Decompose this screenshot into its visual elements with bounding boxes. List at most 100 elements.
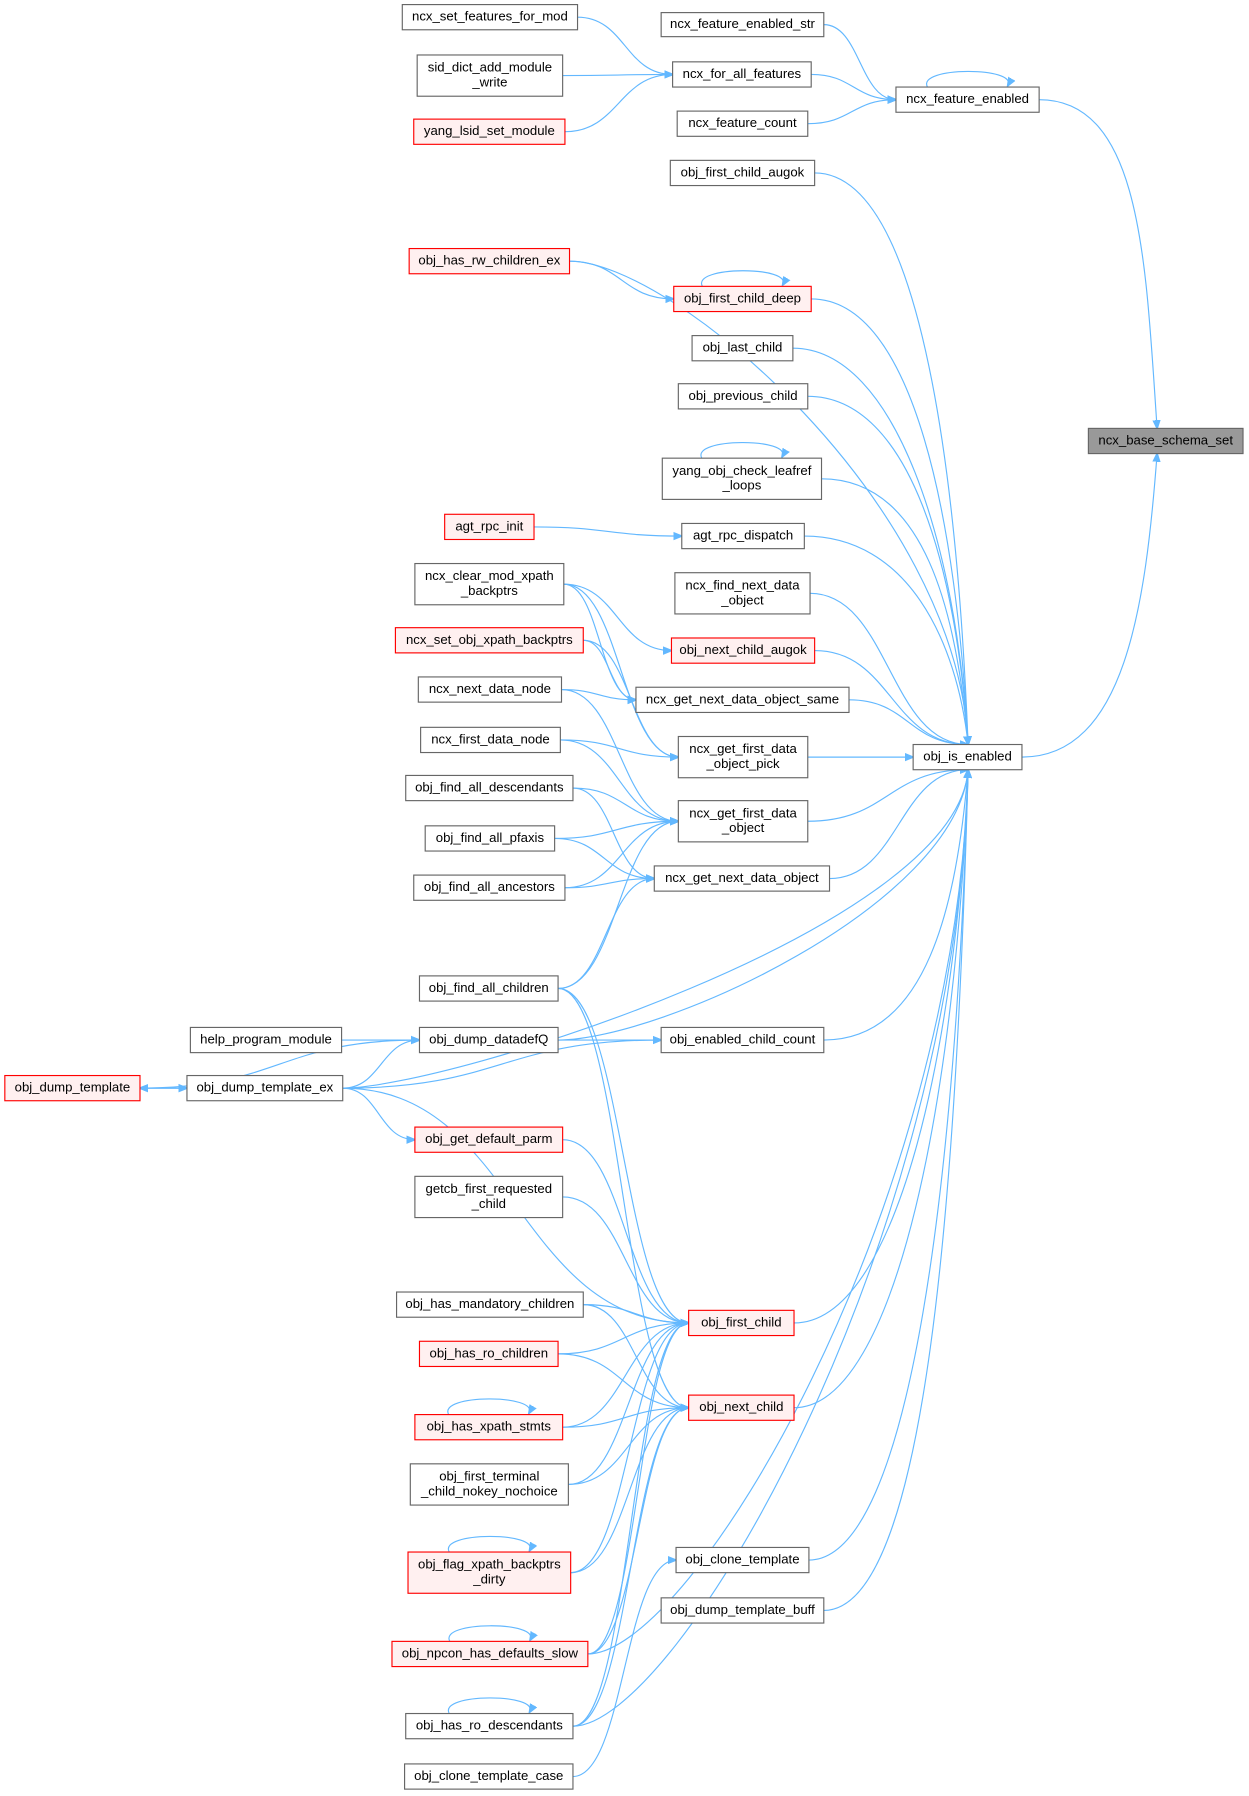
graph-node-obj-clone-template-case[interactable]: obj_clone_template_case [404,1763,574,1790]
graph-node-ncx-base-schema-set[interactable]: ncx_base_schema_set [1087,427,1244,455]
graph-node-obj-has-ro-descendants[interactable]: obj_has_ro_descendants [405,1712,574,1740]
graph-node-ncx-feature-count[interactable]: ncx_feature_count [676,110,809,137]
call-edge [447,1697,530,1714]
node-label: obj_has_rw_children_ex [418,253,560,268]
graph-node-agt-rpc-dispatch[interactable]: agt_rpc_dispatch [681,522,805,550]
call-edge [562,1139,689,1323]
graph-node-sid-dict-add-module-write[interactable]: sid_dict_add_module_write [416,54,564,97]
graph-node-obj-previous-child[interactable]: obj_previous_child [677,383,809,410]
graph-node-obj-find-all-descendants[interactable]: obj_find_all_descendants [405,774,574,802]
graph-node-obj-has-xpath-stmts[interactable]: obj_has_xpath_stmts [414,1414,564,1441]
node-box [674,572,811,615]
node-label: obj_next_child [699,1399,783,1414]
call-edge [342,1040,661,1089]
graph-node-ncx-get-first-data-object-pick[interactable]: ncx_get_first_data_object_pick [677,735,809,779]
graph-node-obj-dump-template[interactable]: obj_dump_template [4,1074,141,1102]
call-edge [563,583,679,757]
graph-node-ncx-set-obj-xpath-backptrs[interactable]: ncx_set_obj_xpath_backptrs [394,627,584,654]
graph-node-obj-find-all-ancestors[interactable]: obj_find_all_ancestors [413,874,566,901]
node-box [186,1074,344,1102]
call-edge [447,1398,530,1415]
graph-node-ncx-feature-enabled[interactable]: ncx_feature_enabled [895,86,1040,113]
graph-node-obj-enabled-child-count[interactable]: obj_enabled_child_count [660,1026,825,1054]
node-label: _backptrs [460,583,518,598]
node-label: ncx_get_first_data [689,741,797,756]
node-label: obj_clone_template [685,1552,799,1567]
graph-node-ncx-get-next-data-object-same[interactable]: ncx_get_next_data_object_same [635,686,850,714]
graph-node-obj-first-child-deep[interactable]: obj_first_child_deep [673,285,812,313]
call-edge [564,74,673,133]
graph-node-obj-last-child[interactable]: obj_last_child [691,335,794,362]
node-box [676,110,809,137]
node-box [688,1309,795,1337]
graph-node-obj-first-terminal-child-nokey-nochoice[interactable]: obj_first_terminal_child_nokey_nochoice [409,1463,569,1506]
call-edge [823,24,896,100]
graph-node-agt-rpc-init[interactable]: agt_rpc_init [444,513,535,541]
node-box [677,735,809,779]
graph-node-obj-get-default-parm[interactable]: obj_get_default_parm [414,1126,564,1153]
graph-node-obj-find-all-pfaxis[interactable]: obj_find_all_pfaxis [424,825,556,852]
node-box [691,335,794,362]
graph-node-obj-clone-template[interactable]: obj_clone_template [675,1546,810,1574]
call-edge [558,987,689,1407]
node-label: ncx_find_next_data [685,577,800,592]
graph-node-obj-is-enabled[interactable]: obj_is_enabled [912,743,1023,771]
graph-node-ncx-for-all-features[interactable]: ncx_for_all_features [672,61,812,88]
graph-node-obj-dump-datadefQ[interactable]: obj_dump_datadefQ [418,1026,559,1054]
graph-node-obj-dump-template-ex[interactable]: obj_dump_template_ex [186,1074,344,1102]
node-label: _write [471,75,507,90]
graph-node-ncx-first-data-node[interactable]: ncx_first_data_node [420,726,561,754]
graph-node-ncx-find-next-data-object[interactable]: ncx_find_next_data_object [674,572,811,615]
node-box [418,1340,559,1368]
graph-node-ncx-feature-enabled-str[interactable]: ncx_feature_enabled_str [660,12,825,38]
graph-node-ncx-set-features-for-mod[interactable]: ncx_set_features_for_mod [401,4,579,31]
node-label: ncx_feature_count [688,115,797,130]
node-box [401,4,579,31]
node-label: obj_get_default_parm [425,1131,552,1146]
call-edge [811,298,968,745]
node-label: obj_has_xpath_stmts [427,1419,552,1434]
graph-node-obj-has-mandatory-children[interactable]: obj_has_mandatory_children [395,1291,584,1318]
node-label: ncx_set_features_for_mod [412,9,568,24]
call-edge [572,1408,689,1727]
graph-node-ncx-clear-mod-xpath-backptrs[interactable]: ncx_clear_mod_xpath_backptrs [414,562,565,606]
node-label: ncx_next_data_node [429,681,551,696]
graph-node-obj-npcon-has-defaults-slow[interactable]: obj_npcon_has_defaults_slow [391,1640,589,1668]
graph-node-obj-flag-xpath-backptrs-dirty[interactable]: obj_flag_xpath_backptrs_dirty [407,1551,572,1594]
graph-node-help-program-module[interactable]: help_program_module [189,1026,343,1054]
node-label: _object [720,592,764,607]
call-edge [569,260,969,744]
call-edge [823,770,968,1041]
graph-node-obj-first-child[interactable]: obj_first_child [688,1309,795,1337]
graph-node-yang-obj-check-leafref-loops[interactable]: yang_obj_check_leafref_loops [661,457,823,500]
graph-node-yang-lsid-set-module[interactable]: yang_lsid_set_module [413,118,566,145]
node-box [405,1712,574,1740]
call-edge [570,1323,689,1574]
graph-node-obj-dump-template-buff[interactable]: obj_dump_template_buff [660,1597,825,1624]
node-box [414,1414,564,1441]
graph-node-obj-has-rw-children-ex[interactable]: obj_has_rw_children_ex [408,247,571,275]
node-box [660,1026,825,1054]
call-edge [534,526,682,536]
graph-node-ncx-next-data-node[interactable]: ncx_next_data_node [417,676,563,703]
graph-node-obj-next-child-augok[interactable]: obj_next_child_augok [670,637,816,664]
call-edge [583,1304,688,1408]
node-label: obj_clone_template_case [414,1768,563,1783]
node-box [672,61,812,88]
call-edge [558,987,689,1322]
graph-node-obj-first-child-augok[interactable]: obj_first_child_augok [669,159,816,187]
node-label: sid_dict_add_module [428,60,552,75]
node-label: obj_flag_xpath_backptrs [418,1557,561,1572]
node-label: ncx_feature_enabled_str [670,16,815,31]
graph-node-getcb-first-requested-child[interactable]: getcb_first_requested_child [414,1175,564,1219]
node-label: _object [721,820,765,835]
node-label: _dirty [472,1572,506,1587]
graph-node-obj-next-child[interactable]: obj_next_child [688,1394,795,1421]
graph-node-obj-find-all-children[interactable]: obj_find_all_children [418,975,559,1002]
graph-node-ncx-get-next-data-object[interactable]: ncx_get_next_data_object [653,865,831,892]
graph-node-obj-has-ro-children[interactable]: obj_has_ro_children [418,1340,559,1368]
call-edge [1039,99,1157,429]
graph-node-ncx-get-first-data-object[interactable]: ncx_get_first_data_object [677,800,809,843]
call-edge [572,770,968,1727]
call-edge [814,172,968,745]
